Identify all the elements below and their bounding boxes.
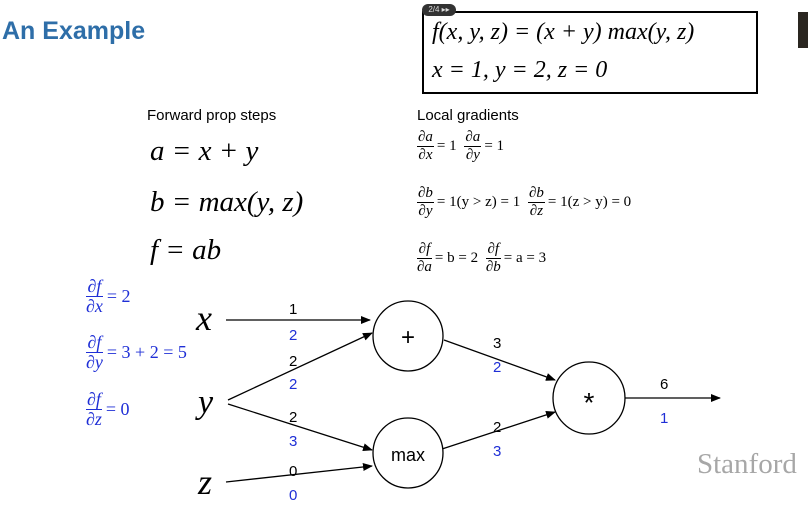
partial-a-x: ∂a∂x [417, 129, 434, 163]
forward-eq-b: b = max(y, z) [150, 186, 304, 218]
forward-eq-a: a = x + y [150, 135, 259, 167]
edge-y-to-add [227, 332, 373, 401]
edge-value-max-mul-fwd: 2 [493, 419, 501, 436]
edge-value-y-add-fwd: 2 [289, 353, 297, 370]
partial-a-y: ∂a∂y [464, 129, 482, 163]
edge-value-out-fwd: 6 [660, 376, 668, 393]
edge-value-add-mul-fwd: 3 [493, 335, 501, 352]
max-node-label: max [391, 445, 425, 465]
edge-add-to-mul [443, 339, 556, 381]
input-values: x = 1, y = 2, z = 0 [432, 57, 608, 83]
edge-grad-add-mul: 2 [493, 359, 501, 376]
edge-value-x-add-fwd: 1 [289, 301, 297, 318]
edge-z-to-max [225, 463, 373, 483]
forward-heading: Forward prop steps [147, 107, 277, 124]
local-gradient-row-2: ∂b∂y= 1(y > z) = 1 ∂b∂z= 1(z > y) = 0 [417, 185, 632, 219]
partial-f-b: ∂f∂b [485, 241, 501, 275]
stanford-watermark: Stanford [697, 448, 797, 480]
partial-f-a: ∂f∂a [417, 241, 432, 275]
edge-grad-out: 1 [660, 410, 668, 427]
slide-counter-badge[interactable]: 2/4 ▸▸ [422, 4, 456, 16]
add-node [372, 300, 444, 372]
edge-grad-z-max: 0 [289, 487, 297, 504]
mul-node [552, 361, 626, 435]
slide-title: An Example [2, 17, 146, 45]
input-z-label: z [197, 462, 212, 502]
edge-grad-x-add: 2 [289, 327, 297, 344]
input-x-label: x [195, 298, 212, 338]
forward-eq-f: f = ab [150, 234, 222, 266]
edge-grad-y-add: 2 [289, 376, 297, 393]
local-heading: Local gradients [417, 107, 519, 124]
edge-grad-y-max: 3 [289, 433, 297, 450]
partial-b-z: ∂b∂z [527, 185, 545, 219]
local-gradient-row-1: ∂a∂x= 1 ∂a∂y= 1 [417, 129, 505, 163]
edge-value-y-max-fwd: 2 [289, 409, 297, 426]
edge-value-z-max-fwd: 0 [289, 463, 297, 480]
input-y-label: y [195, 384, 214, 421]
add-node-label: + [401, 324, 415, 351]
video-thumbnail [798, 12, 808, 48]
edge-grad-max-mul: 3 [493, 443, 501, 460]
partial-b-y: ∂b∂y [417, 185, 434, 219]
local-gradient-row-3: ∂f∂a= b = 2 ∂f∂b= a = 3 [417, 241, 547, 275]
edge-y-to-max [227, 403, 373, 452]
formula-box: f(x, y, z) = (x + y) max(y, z) x = 1, y … [422, 11, 758, 94]
function-definition: f(x, y, z) = (x + y) max(y, z) [432, 19, 695, 45]
gradient-df-dz: ∂f∂z= 0 [86, 389, 130, 429]
mul-node-label: * [584, 387, 595, 418]
gradient-df-dx: ∂f∂x= 2 [86, 276, 131, 316]
edge-max-to-mul [441, 410, 556, 450]
max-node [372, 417, 444, 489]
gradient-df-dy: ∂f∂y= 3 + 2 = 5 [86, 332, 187, 372]
